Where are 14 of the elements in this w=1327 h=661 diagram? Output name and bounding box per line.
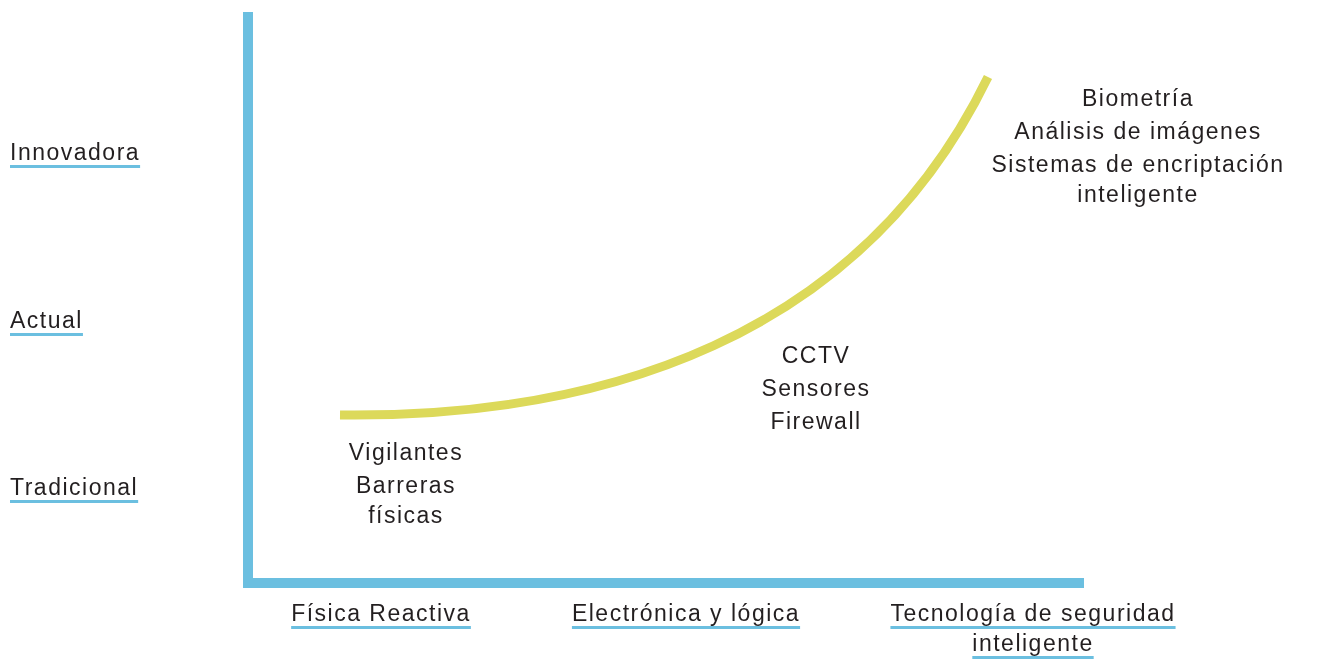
technology-item: Biometría [1081,84,1195,113]
technology-item: Sensores [760,374,872,403]
technology-item: Firewall [769,407,863,436]
axis-label: Física Reactiva [291,599,471,628]
technology-item: Sistemas de encriptación inteligente [990,150,1286,209]
axis-label: Tradicional [10,473,139,502]
axis-label: Electrónica y lógica [571,599,801,628]
technology-item: Barreras físicas [354,471,458,530]
technology-item: CCTV [780,341,852,370]
technology-item: Vigilantes [347,438,465,467]
axis-label: Tecnología de seguridad inteligente [889,599,1177,658]
axis-label: Innovadora [10,138,141,167]
technology-item: Análisis de imágenes [1013,117,1263,146]
axis-label: Actual [10,306,83,335]
